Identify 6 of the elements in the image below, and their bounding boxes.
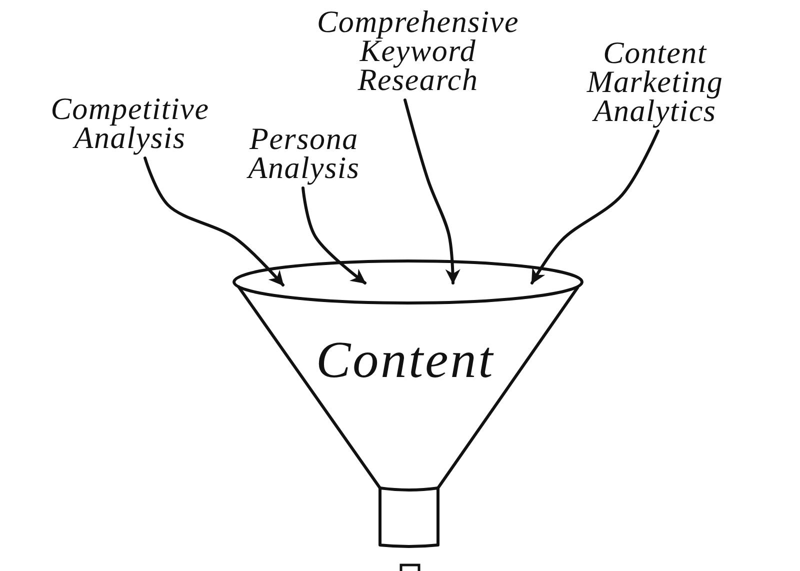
topic-label: Comprehensive Keyword Research	[316, 7, 520, 94]
curved-arrow	[302, 186, 366, 284]
curved-arrow	[144, 156, 284, 286]
curved-arrow	[404, 98, 460, 284]
funnel-label: Content	[316, 334, 495, 388]
curved-arrow	[530, 130, 660, 284]
